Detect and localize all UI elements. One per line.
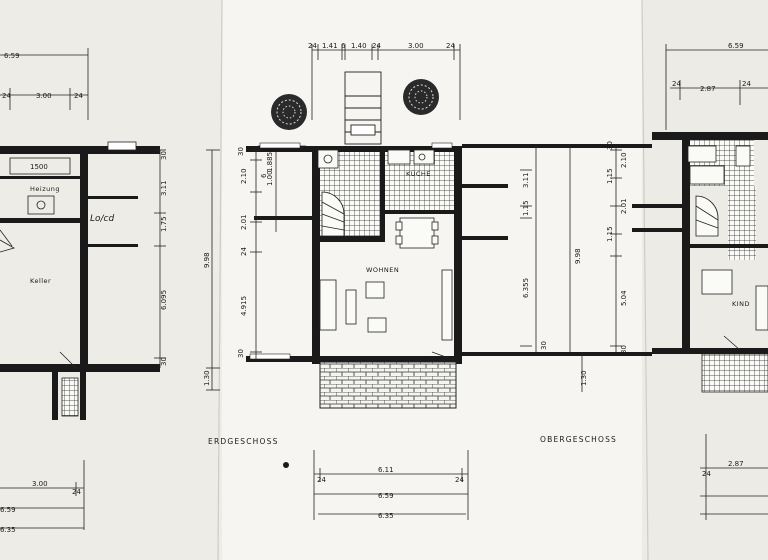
dim-bottom-mid-a: 24 — [317, 476, 326, 484]
dim-r-210: 2.10 — [620, 152, 628, 168]
sheet-left — [0, 0, 222, 560]
label-kind: KIND — [732, 300, 750, 308]
dim-top-right-total: 6.59 — [728, 42, 744, 50]
title-obergeschoss: OBERGESCHOSS — [540, 435, 617, 444]
dim-bottom-right-a: 24 — [702, 470, 711, 478]
dim-left-30a: 30 — [160, 151, 168, 160]
dim-bottom-left-b: 24 — [72, 488, 81, 496]
left-vertical-dims — [154, 149, 220, 391]
dim-g-210: 2.10 — [240, 168, 248, 184]
dim-bottom-left-a: 3.00 — [32, 480, 48, 488]
dim-left-6095: 6.095 — [160, 290, 168, 310]
dim-o-115: 1.15 — [522, 200, 530, 216]
dim-g-4915: 4.915 — [240, 296, 248, 316]
dim-r-115b: 1.15 — [606, 226, 614, 242]
dim-top-left-b: 3.00 — [36, 92, 52, 100]
dim-top-mid-g: 24 — [446, 42, 455, 50]
dim-bottom-mid-e: 6.35 — [378, 512, 394, 520]
tree-icon — [403, 79, 439, 115]
dim-g-201: 2.01 — [240, 214, 248, 230]
dim-top-left-a: 24 — [2, 92, 11, 100]
upper-floor-walls — [462, 132, 768, 356]
dim-left-175: 1.75 — [160, 216, 168, 232]
dim-r-201: 2.01 — [620, 198, 628, 214]
dim-top-right-a: 24 — [672, 80, 681, 88]
label-tank: 1500 — [30, 163, 48, 171]
dim-o-130: 1.30 — [580, 370, 588, 386]
dim-bottom-mid-c: 24 — [455, 476, 464, 484]
dim-bottom-left-d: 6.35 — [0, 526, 16, 534]
tree-icon — [271, 94, 307, 130]
title-erdgeschoss: ERDGESCHOSS — [208, 437, 279, 446]
dim-top-right-b: 2.87 — [700, 85, 716, 93]
dim-top-mid-d: 1.40 — [351, 42, 367, 50]
ground-vertical-dims — [250, 149, 277, 360]
left-plan-walls — [0, 146, 160, 420]
label-keller: Keller — [30, 277, 51, 285]
dim-o-6355: 6.355 — [522, 278, 530, 298]
dim-left-311: 3.11 — [160, 180, 168, 196]
dim-g-30b: 30 — [237, 349, 245, 358]
dim-o-998: 9.98 — [574, 248, 582, 264]
dim-g-30: 30 — [237, 147, 245, 156]
dim-top-left-total: 6.59 — [4, 52, 20, 60]
fold-line — [217, 0, 223, 560]
upper-floor-interior — [520, 144, 622, 392]
dim-top-right-c: 24 — [742, 80, 751, 88]
dim-bottom-left-c: 6.59 — [0, 506, 16, 514]
dim-left-30b: 30 — [160, 357, 168, 366]
entrance-stairs — [344, 71, 382, 145]
label-handwritten: Lo/cd — [90, 214, 115, 224]
ground-floor-walls — [246, 146, 508, 364]
ground-floor-interior — [249, 142, 457, 409]
dim-left-998: 9.98 — [203, 252, 211, 268]
bottom-dimension-lines — [0, 434, 768, 530]
label-kueche: KÜCHE — [406, 169, 431, 178]
ink-dot — [283, 462, 289, 468]
dim-r-115a: 1.15 — [606, 168, 614, 184]
dim-g-100: 1.00 — [266, 170, 274, 186]
fold-line — [641, 0, 649, 560]
dim-o-30: 30 — [540, 341, 548, 350]
dim-bottom-right-b: 2.87 — [728, 460, 744, 468]
dim-top-mid-c: 6 — [341, 42, 346, 50]
dim-g-885: 1.885 — [266, 152, 274, 172]
left-plan-fixtures — [0, 141, 137, 417]
dim-top-mid-f: 3.00 — [408, 42, 424, 50]
dim-g-6: 6 — [260, 173, 268, 178]
dim-top-mid-b: 1.41 — [322, 42, 338, 50]
dim-top-mid-a: 24 — [308, 42, 317, 50]
dim-bottom-mid-b: 6.11 — [378, 466, 394, 474]
dim-o-311: 3.11 — [522, 172, 530, 188]
dim-top-left-c: 24 — [74, 92, 83, 100]
dim-r-30b: 30 — [620, 345, 628, 354]
dim-g-24: 24 — [240, 247, 248, 256]
top-dimension-lines — [0, 44, 768, 130]
dim-bottom-mid-d: 6.59 — [378, 492, 394, 500]
dim-r-504: 5.04 — [620, 290, 628, 306]
label-wohnen: WOHNEN — [366, 266, 399, 274]
dim-top-mid-e: 24 — [372, 42, 381, 50]
right-plan-interior — [687, 140, 768, 393]
dim-r-30: 30 — [606, 141, 614, 150]
label-heizung: Heizung — [30, 185, 60, 193]
dim-left-130: 1.30 — [203, 370, 211, 386]
